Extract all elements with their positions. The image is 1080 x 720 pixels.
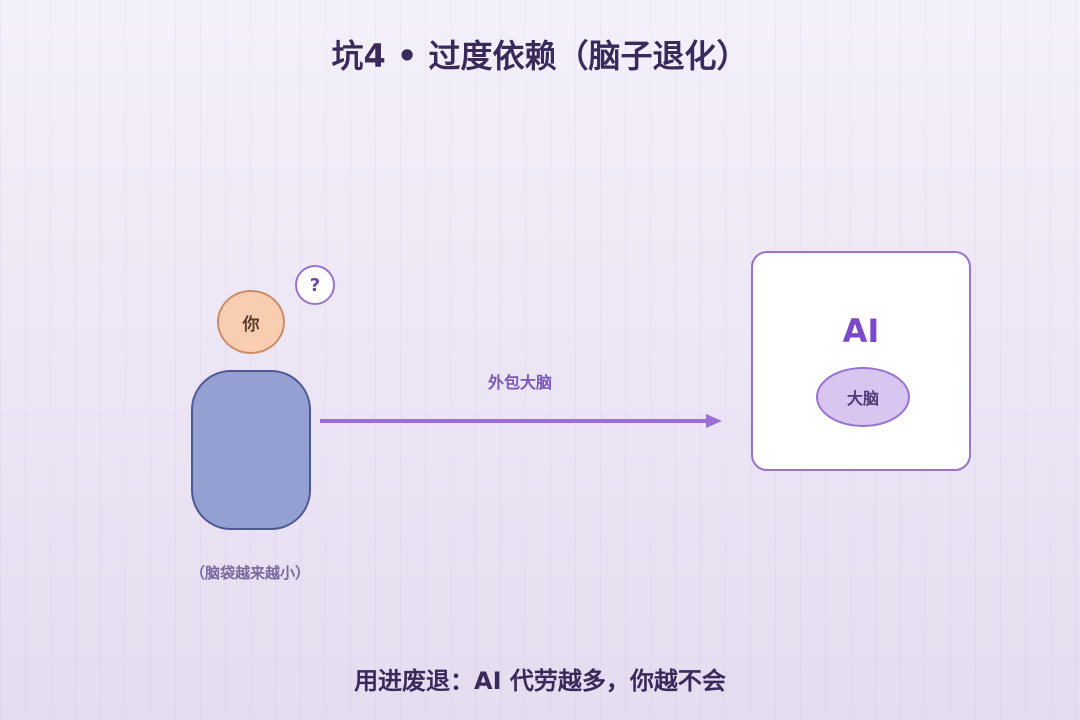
ai-box: AI 大脑 [751,251,971,471]
person-head: 你 [217,290,285,354]
person-caption: （脑袋越来越小） [189,564,310,582]
thought-bubble-question: ? [295,265,335,305]
ai-box-title: AI [842,312,880,350]
person-body [191,370,311,530]
brain-ellipse: 大脑 [816,367,910,427]
arrow-label: 外包大脑 [487,373,552,392]
page-title: 坑4 • 过度依赖（脑子退化） [331,37,749,75]
arrow-right-icon [320,414,722,428]
footer-caption: 用进废退：AI 代劳越多，你越不会 [354,667,726,695]
